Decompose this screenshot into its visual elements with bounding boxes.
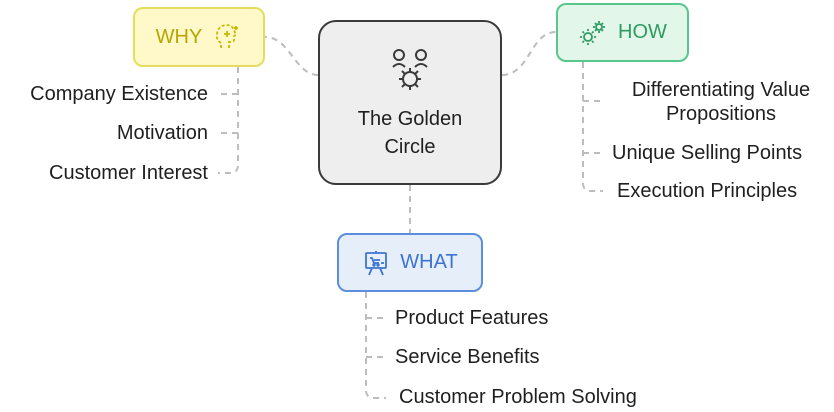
why-label: WHY <box>155 25 203 48</box>
center-title: The Golden Circle <box>357 107 463 158</box>
what-label: WHAT <box>400 251 458 273</box>
how-item-unique-selling-points: Unique Selling Points <box>612 142 803 164</box>
why-item-customer-interest: Customer Interest <box>49 162 208 184</box>
how-item-execution-principles: Execution Principles <box>617 180 798 202</box>
what-node: WHAT <box>337 233 483 292</box>
center-node: The Golden Circle <box>318 20 502 185</box>
team-gears-icon <box>385 45 435 95</box>
why-node: WHY <box>133 7 265 67</box>
why-item-company-existence: Company Existence <box>30 83 208 105</box>
how-label: HOW <box>618 21 667 43</box>
how-node: HOW <box>556 3 689 62</box>
how-item-differentiating-value: Differentiating Value Propositions <box>631 79 811 125</box>
what-item-product-features: Product Features <box>395 307 549 329</box>
what-item-service-benefits: Service Benefits <box>395 346 540 368</box>
presentation-board-icon <box>362 249 390 277</box>
brain-idea-icon <box>212 22 242 52</box>
why-item-motivation: Motivation <box>116 122 208 144</box>
what-item-customer-problem-solving: Customer Problem Solving <box>399 386 637 408</box>
gears-icon <box>578 18 608 48</box>
